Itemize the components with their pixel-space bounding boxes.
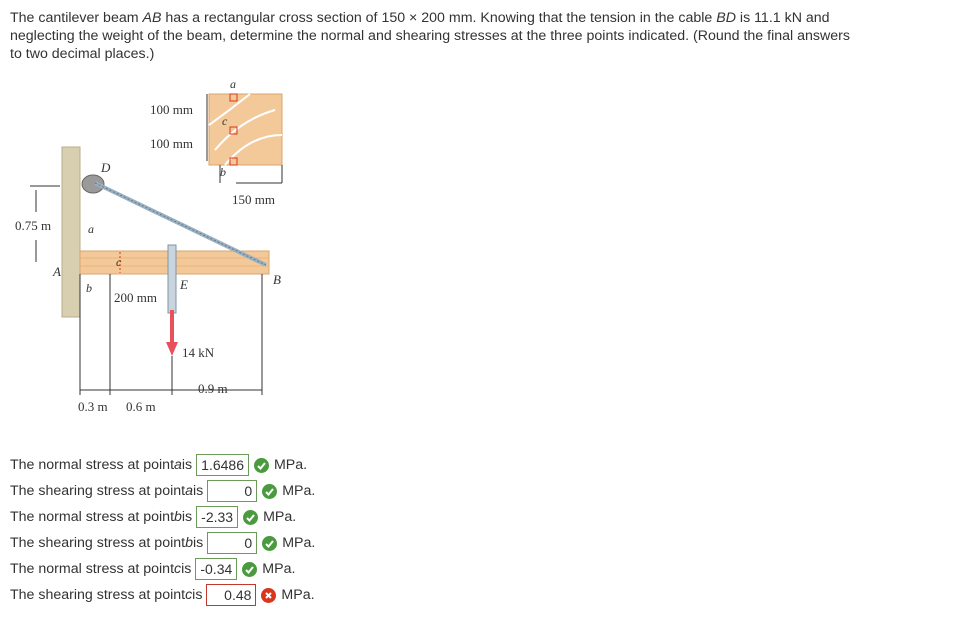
problem-line-2: neglecting the weight of the beam, deter…	[10, 28, 850, 44]
hanger-e	[167, 244, 177, 314]
error-icon	[261, 587, 277, 603]
answer-unit: MPa.	[273, 457, 308, 473]
problem-text: is 11.1 kN and	[735, 10, 830, 26]
answer-suffix: is	[181, 509, 193, 525]
point-a-section: a	[230, 77, 236, 91]
bracket-d	[81, 174, 105, 194]
point-b-label: B	[273, 272, 281, 287]
answer-input[interactable]: 0	[207, 480, 258, 502]
problem-statement: The cantilever beam AB has a rectangular…	[10, 9, 952, 63]
answer-unit: MPa.	[262, 561, 296, 577]
answer-input[interactable]: 0.48	[206, 584, 257, 606]
answer-row: The shearing stress at point a is 0 MPa.	[10, 478, 315, 504]
answer-suffix: is	[192, 535, 204, 551]
dim-03: 0.3 m	[78, 399, 108, 414]
answer-suffix: is	[192, 483, 204, 499]
cable-bd	[94, 181, 267, 267]
dim-100-bottom: 100 mm	[150, 136, 193, 151]
beam-label: AB	[142, 10, 162, 26]
answer-row: The shearing stress at point c is 0.48 M…	[10, 582, 315, 608]
dim-200: 200 mm	[114, 290, 157, 305]
check-icon	[242, 561, 258, 577]
wall	[61, 146, 81, 318]
answer-suffix: is	[192, 587, 203, 603]
answer-point: c	[185, 587, 193, 603]
point-d-label: D	[100, 160, 111, 175]
answer-input[interactable]: 1.6486	[196, 454, 249, 476]
problem-text: has a rectangular cross section of 150 ×…	[161, 10, 717, 26]
answer-row: The shearing stress at point b is 0 MPa.	[10, 530, 315, 556]
check-icon	[262, 483, 278, 499]
check-icon	[243, 509, 259, 525]
force-arrow	[166, 342, 178, 356]
answer-unit: MPa.	[282, 535, 316, 551]
answer-point: b	[185, 535, 193, 551]
point-e-label: E	[179, 277, 188, 292]
answer-point: b	[174, 509, 182, 525]
problem-text: The cantilever beam	[10, 10, 143, 26]
point-b-section: b	[220, 165, 226, 179]
dim-100-top: 100 mm	[150, 102, 193, 117]
answer-suffix: is	[181, 561, 192, 577]
dim-150: 150 mm	[232, 192, 275, 207]
problem-line-3: to two decimal places.)	[10, 46, 155, 62]
answer-prefix: The normal stress at point	[10, 509, 175, 525]
answer-suffix: is	[181, 457, 193, 473]
answer-input[interactable]: -0.34	[195, 558, 238, 580]
cable-label: BD	[716, 10, 736, 26]
problem-line-1: The cantilever beam AB has a rectangular…	[10, 9, 952, 27]
answer-point: a	[185, 483, 193, 499]
point-a-beam: a	[88, 222, 94, 236]
dim-075: 0.75 m	[15, 218, 51, 233]
beam-figure: 100 mm 100 mm 150 mm 200 mm 0.75 m 0.3 m…	[15, 77, 283, 414]
answer-point: c	[174, 561, 182, 577]
answers-list: The normal stress at point a is 1.6486 M…	[10, 452, 315, 608]
check-icon	[262, 535, 278, 551]
check-icon	[253, 457, 269, 473]
dim-06: 0.6 m	[126, 399, 156, 414]
answer-unit: MPa.	[263, 509, 297, 525]
answer-prefix: The shearing stress at point	[10, 483, 186, 499]
point-c-section: c	[222, 114, 228, 128]
answer-row: The normal stress at point b is -2.33 MP…	[10, 504, 315, 530]
answer-prefix: The normal stress at point	[10, 561, 175, 577]
answer-prefix: The shearing stress at point	[10, 587, 186, 603]
point-a-label: A	[52, 264, 61, 279]
answer-unit: MPa.	[282, 483, 316, 499]
answer-prefix: The shearing stress at point	[10, 535, 186, 551]
answer-input[interactable]: 0	[207, 532, 258, 554]
dim-09: 0.9 m	[198, 381, 228, 396]
answer-row: The normal stress at point c is -0.34 MP…	[10, 556, 315, 582]
force-label: 14 kN	[182, 345, 215, 360]
cross-section	[208, 93, 283, 166]
answer-unit: MPa.	[281, 587, 315, 603]
point-c-beam: c	[116, 255, 122, 269]
answer-input[interactable]: -2.33	[196, 506, 239, 528]
answer-row: The normal stress at point a is 1.6486 M…	[10, 452, 315, 478]
answer-point: a	[174, 457, 182, 473]
answer-prefix: The normal stress at point	[10, 457, 175, 473]
point-b-beam: b	[86, 281, 92, 295]
